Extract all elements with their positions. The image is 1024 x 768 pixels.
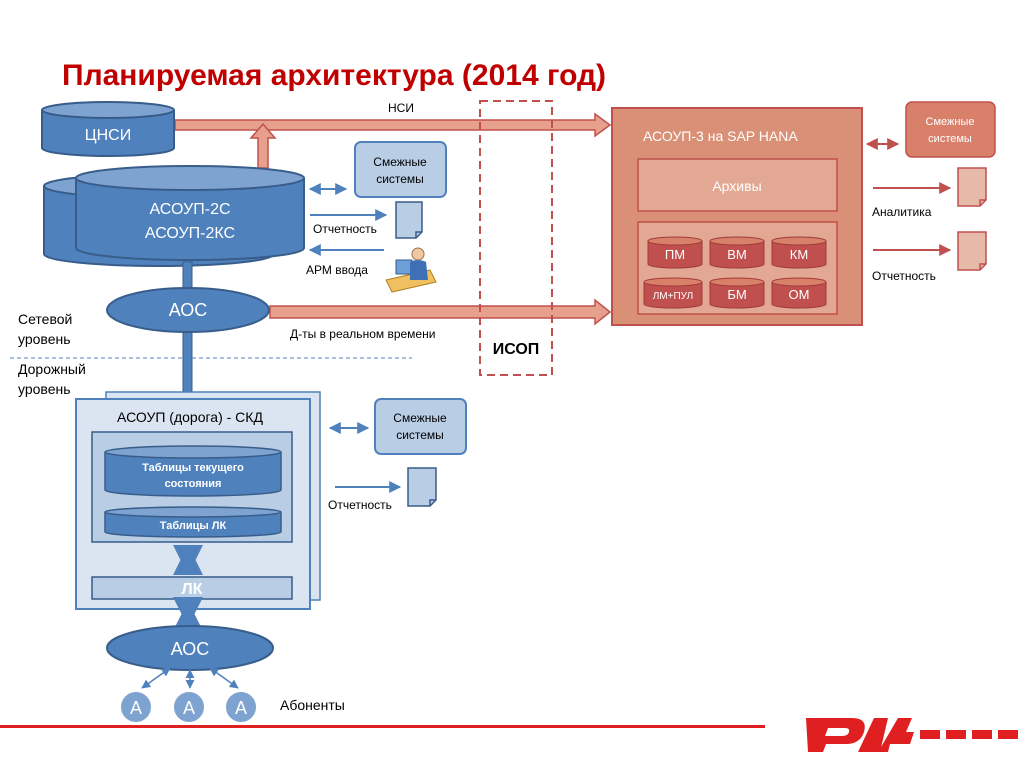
aos-top[interactable]: АОС bbox=[106, 287, 270, 333]
subscriber-link-1 bbox=[141, 667, 171, 689]
arm-label: АРМ ввода bbox=[306, 263, 368, 277]
reporting-right-label: Отчетность bbox=[872, 269, 936, 283]
lk-tables-label: Таблицы ЛК bbox=[160, 520, 227, 532]
lk-tables-db[interactable]: Таблицы ЛК bbox=[104, 506, 282, 538]
network-level-line1: Сетевой bbox=[18, 311, 72, 327]
subscriber-3-label: А bbox=[235, 698, 247, 718]
network-level-line2: уровень bbox=[18, 331, 71, 347]
subscriber-1[interactable]: А bbox=[119, 690, 153, 724]
reporting-road-label: Отчетность bbox=[328, 498, 392, 512]
road-system-label: АСОУП (дорога) - СКД bbox=[117, 409, 263, 425]
smezhnye-right-line1: Смежные bbox=[926, 116, 975, 128]
cnsi-database[interactable]: ЦНСИ bbox=[41, 101, 175, 157]
module-om-label: ОМ bbox=[789, 287, 810, 302]
lk-bar[interactable]: ЛК bbox=[91, 576, 293, 600]
subscriber-2-label: А bbox=[183, 698, 195, 718]
smezhnye-road-box[interactable]: Смежные системы bbox=[374, 398, 467, 455]
realtime-label: Д-ты в реальном времени bbox=[290, 327, 435, 341]
subscriber-link-3 bbox=[209, 667, 239, 689]
analytics-label: Аналитика bbox=[872, 205, 932, 219]
isop-box[interactable]: ИСОП bbox=[479, 100, 553, 376]
smezhnye-right-box[interactable]: Смежные системы bbox=[905, 101, 996, 158]
module-km[interactable]: КМ bbox=[771, 236, 827, 269]
module-bm[interactable]: БМ bbox=[709, 277, 765, 309]
nsi-label: НСИ bbox=[388, 101, 414, 115]
nsi-arrow bbox=[174, 112, 612, 138]
road-level-line2: уровень bbox=[18, 381, 71, 397]
aos-bottom[interactable]: АОС bbox=[106, 625, 274, 671]
aos-top-label: АОС bbox=[169, 300, 208, 320]
module-pm-label: ПМ bbox=[665, 247, 685, 262]
subscriber-3[interactable]: А bbox=[224, 690, 258, 724]
page-title: Планируемая архитектура (2014 год) bbox=[62, 59, 606, 92]
smezhnye-road-line1: Смежные bbox=[393, 411, 447, 425]
subscriber-1-label: А bbox=[130, 698, 142, 718]
isop-label: ИСОП bbox=[493, 341, 540, 358]
document-icon bbox=[395, 201, 423, 239]
road-level-line1: Дорожный bbox=[18, 361, 86, 377]
module-lmpul[interactable]: ЛМ+ПУЛ bbox=[643, 277, 703, 309]
module-vm-label: ВМ bbox=[727, 247, 747, 262]
subscriber-2[interactable]: А bbox=[172, 690, 206, 724]
lk-label: ЛК bbox=[182, 581, 203, 598]
person-at-computer-icon bbox=[385, 247, 437, 293]
cnsi-label: ЦНСИ bbox=[85, 127, 131, 144]
module-lmpul-label: ЛМ+ПУЛ bbox=[653, 291, 694, 302]
module-pm[interactable]: ПМ bbox=[647, 236, 703, 269]
archives-box[interactable]: Архивы bbox=[637, 158, 838, 212]
module-om[interactable]: ОМ bbox=[771, 277, 827, 309]
module-km-label: КМ bbox=[790, 247, 808, 262]
current-tables-line2: состояния bbox=[165, 478, 222, 490]
asoup3-label: АСОУП-3 на SAP HANA bbox=[643, 128, 798, 144]
document-icon bbox=[407, 467, 437, 507]
asoup2-database[interactable]: АСОУП-2С АСОУП-2КС bbox=[43, 165, 305, 267]
asoup2ks-label: АСОУП-2КС bbox=[145, 225, 235, 242]
reporting-mid-label: Отчетность bbox=[313, 222, 377, 236]
nsi-up-arrow bbox=[249, 122, 277, 169]
smezhnye-mid-line2: системы bbox=[376, 172, 424, 186]
document-icon bbox=[957, 231, 987, 271]
subscribers-label: Абоненты bbox=[280, 697, 345, 713]
smezhnye-road-line2: системы bbox=[396, 428, 444, 442]
module-bm-label: БМ bbox=[727, 287, 746, 302]
bottom-rule bbox=[0, 725, 765, 728]
rzd-logo bbox=[806, 718, 1018, 752]
realtime-arrow bbox=[269, 298, 612, 326]
document-icon bbox=[957, 167, 987, 207]
aos-bottom-label: АОС bbox=[171, 639, 210, 659]
current-tables-line1: Таблицы текущего bbox=[142, 462, 244, 474]
archives-label: Архивы bbox=[712, 178, 761, 194]
smezhnye-mid-box[interactable]: Смежные системы bbox=[354, 141, 447, 198]
smezhnye-right-line2: системы bbox=[928, 133, 972, 145]
smezhnye-mid-line1: Смежные bbox=[373, 155, 427, 169]
asoup2s-label: АСОУП-2С bbox=[149, 201, 230, 218]
module-vm[interactable]: ВМ bbox=[709, 236, 765, 269]
current-tables-db[interactable]: Таблицы текущего состояния bbox=[104, 445, 282, 497]
